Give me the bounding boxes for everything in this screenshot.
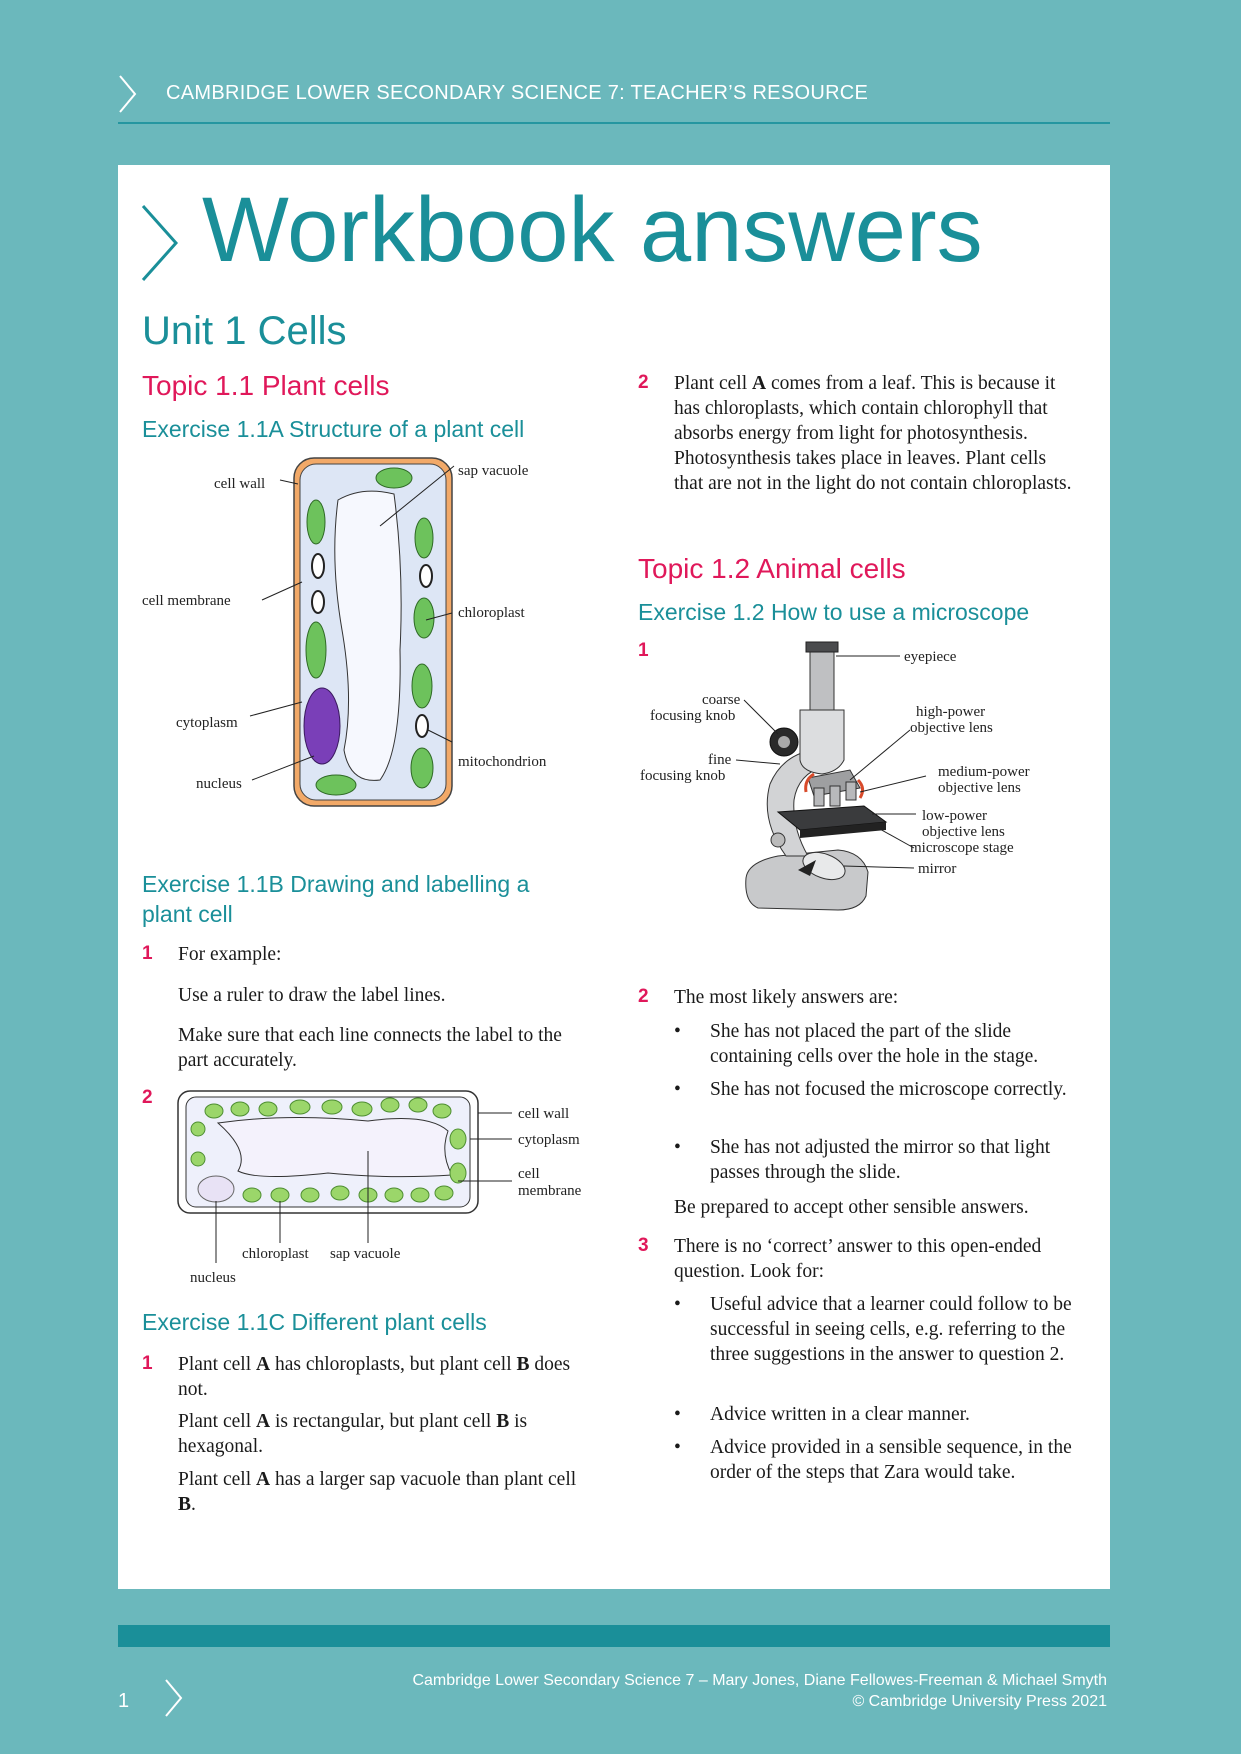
label-fine: fine: [708, 752, 732, 768]
label-objective-lens-3: objective lens: [922, 824, 1005, 840]
question-number: 2: [638, 372, 649, 393]
label-focusing-knob-1: focusing knob: [650, 708, 735, 724]
bullet-item: Useful advice that a learner could follo…: [674, 1292, 1082, 1367]
answer-text: Be prepared to accept other sensible ans…: [674, 1197, 1029, 1218]
label-mirror: mirror: [918, 861, 956, 877]
plant-cell-diagram: cell wall sap vacuole cell membrane chlo…: [142, 457, 547, 807]
page-number: 1: [118, 1690, 130, 1712]
chevron-right-icon: [119, 75, 137, 113]
topic-1-1-heading: Topic 1.1 Plant cells: [142, 370, 390, 401]
answer-text: The most likely answers are:: [674, 987, 899, 1008]
label-cytoplasm: cytoplasm: [176, 715, 238, 731]
chevron-right-icon: [165, 1679, 183, 1717]
chloroplast: [410, 747, 434, 789]
drawn-plant-cell-diagram: cell wall cytoplasm cell membrane chloro…: [177, 1090, 582, 1283]
answer-text: For example:: [178, 944, 282, 965]
label-sap-vacuole: sap vacuole: [330, 1246, 401, 1262]
bullet-item: Advice written in a clear manner.: [674, 1402, 1082, 1427]
label-high-power: high-power: [916, 704, 985, 720]
mitochondria: [311, 553, 433, 738]
page-sheet: Workbook answers Unit 1 Cells Topic 1.1 …: [118, 165, 1110, 1589]
mitochondrion: [415, 714, 429, 738]
bullet-item: Advice provided in a sensible sequence, …: [674, 1435, 1090, 1485]
footer-credits: Cambridge Lower Secondary Science 7 – Ma…: [412, 1670, 1107, 1712]
footer-authors: Cambridge Lower Secondary Science 7 – Ma…: [412, 1672, 1107, 1689]
objective-lenses-shape: [804, 769, 865, 807]
chloroplast: [375, 467, 413, 489]
bullet-item: She has not adjusted the mirror so that …: [674, 1135, 1082, 1185]
chloroplast: [411, 663, 433, 709]
label-sap-vacuole: sap vacuole: [458, 463, 529, 479]
answer-text: Plant cell A has chloroplasts, but plant…: [178, 1354, 571, 1400]
chloroplasts: [305, 467, 435, 796]
label-nucleus: nucleus: [196, 776, 242, 792]
chloroplast: [305, 621, 327, 679]
label-cell-wall: cell wall: [518, 1106, 569, 1122]
label-cell-membrane: cell membrane: [142, 593, 231, 609]
answer-text: Plant cell A comes from a leaf. This is …: [674, 373, 1072, 494]
label-objective-lens-2: objective lens: [938, 780, 1021, 796]
footer-copyright: © Cambridge University Press 2021: [852, 1693, 1107, 1710]
question-number: 2: [638, 986, 649, 1007]
chloroplast: [413, 597, 435, 639]
running-header: CAMBRIDGE LOWER SECONDARY SCIENCE 7: TEA…: [118, 72, 1110, 124]
unit-title: Unit 1 Cells: [142, 309, 347, 353]
label-cell: cell: [518, 1166, 540, 1182]
label-chloroplast: chloroplast: [242, 1246, 309, 1262]
chloroplast: [315, 774, 357, 796]
chloroplast: [306, 499, 326, 545]
answer-text: Plant cell A is rectangular, but plant c…: [178, 1411, 528, 1457]
microscope-diagram: eyepiece coarse focusing knob high-power…: [640, 641, 1030, 911]
nucleus-shape: [303, 687, 341, 765]
question-number: 1: [142, 1353, 153, 1374]
bullet-item: She has not placed the part of the slide…: [674, 1019, 1082, 1069]
chloroplasts: [190, 1097, 467, 1203]
mitochondrion: [311, 553, 325, 579]
label-microscope-stage: microscope stage: [910, 840, 1014, 856]
nucleus-shape: [197, 1175, 235, 1203]
mitochondrion: [419, 564, 433, 588]
mirror-shape: [802, 851, 846, 881]
mitochondrion: [311, 590, 325, 614]
label-medium-power: medium-power: [938, 764, 1030, 780]
sap-vacuole-shape: [216, 1116, 453, 1178]
label-mitochondrion: mitochondrion: [458, 754, 547, 770]
fine-knob-icon: [770, 832, 786, 848]
label-cell-wall: cell wall: [214, 476, 265, 492]
exercise-1-1c-heading: Exercise 1.1C Different plant cells: [142, 1309, 487, 1335]
label-eyepiece: eyepiece: [904, 649, 957, 665]
answer-text: Make sure that each line connects the la…: [178, 1025, 562, 1071]
answer-text: Plant cell A has a larger sap vacuole th…: [178, 1469, 577, 1515]
bullet-item: She has not focused the microscope corre…: [674, 1077, 1082, 1102]
exercise-1-1a-heading: Exercise 1.1A Structure of a plant cell: [142, 416, 525, 442]
body-tube-shape: [799, 709, 845, 775]
page-title: Workbook answers: [140, 175, 983, 285]
chevron-right-icon: [141, 205, 179, 281]
label-objective-lens-1: objective lens: [910, 720, 993, 736]
label-chloroplast: chloroplast: [458, 605, 525, 621]
eyepiece-top-shape: [805, 641, 839, 653]
footer-bar: [118, 1625, 1110, 1647]
exercise-1-1b-heading: Exercise 1.1B Drawing and labelling a pl…: [142, 871, 530, 927]
label-membrane: membrane: [518, 1183, 582, 1199]
exercise-1-2-heading: Exercise 1.2 How to use a microscope: [638, 599, 1030, 625]
topic-1-2-heading: Topic 1.2 Animal cells: [638, 553, 906, 584]
answer-text: Use a ruler to draw the label lines.: [178, 985, 446, 1006]
label-nucleus: nucleus: [190, 1270, 236, 1283]
answer-text: There is no ‘correct’ answer to this ope…: [674, 1236, 1042, 1282]
label-cytoplasm: cytoplasm: [518, 1132, 580, 1148]
label-focusing-knob-2: focusing knob: [640, 768, 725, 784]
question-number: 1: [142, 943, 153, 964]
sap-vacuole-shape: [334, 490, 402, 781]
question-number: 2: [142, 1087, 153, 1108]
question-number: 3: [638, 1235, 649, 1256]
header-title: CAMBRIDGE LOWER SECONDARY SCIENCE 7: TEA…: [166, 82, 869, 104]
chloroplast: [414, 517, 434, 559]
label-coarse: coarse: [702, 692, 741, 708]
question-number: 1: [638, 640, 649, 661]
label-low-power: low-power: [922, 808, 987, 824]
eyepiece-tube-shape: [809, 647, 835, 713]
